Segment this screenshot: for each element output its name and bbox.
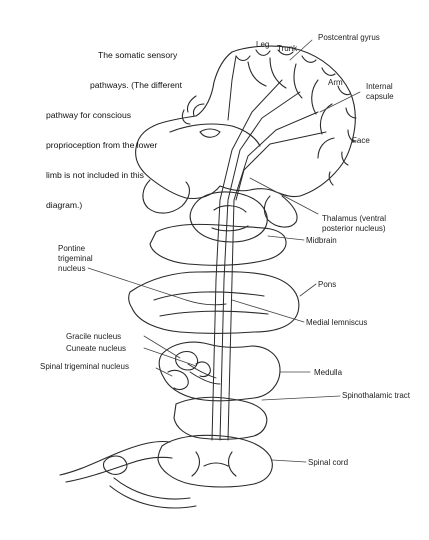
leader-thalamus xyxy=(250,178,318,214)
label-pontine-1: Pontine xyxy=(58,244,85,253)
caption-line-3: pathway for conscious xyxy=(46,110,182,120)
label-medial-lemniscus: Medial lemniscus xyxy=(306,318,367,327)
pons-outline xyxy=(129,272,299,334)
dorsal-root-nerve-lower xyxy=(66,457,172,482)
label-midbrain: Midbrain xyxy=(306,236,337,245)
label-gracile-nucleus: Gracile nucleus xyxy=(66,332,121,341)
caption-line-4: proprioception from the lower xyxy=(46,140,182,150)
caption-line-2: pathways. (The different xyxy=(46,80,182,90)
label-spinal-trigeminal-nucleus: Spinal trigeminal nucleus xyxy=(40,362,129,371)
caption-line-1: The somatic sensory xyxy=(46,50,182,60)
label-medulla: Medulla xyxy=(314,368,342,377)
label-pons: Pons xyxy=(318,280,336,289)
label-leg: Leg xyxy=(256,40,269,49)
leader-pons xyxy=(300,284,316,296)
label-spinal-cord: Spinal cord xyxy=(308,458,348,467)
label-pontine-2: trigeminal xyxy=(58,254,93,263)
leader-spinal-cord xyxy=(272,460,306,462)
leader-pontine xyxy=(88,268,186,300)
label-trunk: Trunk xyxy=(277,44,297,53)
spinal-cord-outline xyxy=(158,435,272,487)
label-internal-capsule-2: capsule xyxy=(366,92,394,101)
caption-line-5: limb is not included in this xyxy=(46,170,182,180)
leg-fibre xyxy=(228,56,236,120)
leader-medial-lemniscus xyxy=(232,300,304,322)
label-cuneate-nucleus: Cuneate nucleus xyxy=(66,344,126,353)
spinal-grey-matter xyxy=(192,452,236,476)
decussation-fibres xyxy=(188,364,220,384)
label-pontine-3: nucleus xyxy=(58,264,86,273)
label-arm: Arm xyxy=(328,78,343,87)
leader-spinal-trigeminal xyxy=(156,368,172,376)
label-postcentral-gyrus: Postcentral gyrus xyxy=(318,33,380,42)
label-face: Face xyxy=(352,136,370,145)
label-thalamus-1: Thalamus (ventral xyxy=(322,214,386,223)
midbrain-outline xyxy=(190,192,267,242)
leader-cuneate xyxy=(144,348,196,366)
diagram-caption: The somatic sensory pathways. (The diffe… xyxy=(46,30,182,230)
pons-trigeminal-fibre xyxy=(186,300,226,305)
label-thalamus-2: posterior nucleus) xyxy=(322,224,386,233)
cortex-gyri xyxy=(236,50,356,185)
corpus-callosum xyxy=(170,124,260,146)
caption-line-6: diagram.) xyxy=(46,200,182,210)
left-hemisphere-detail xyxy=(182,96,204,124)
cortex-sulci xyxy=(248,58,334,158)
label-internal-capsule-1: Internal xyxy=(366,82,393,91)
medulla-outline xyxy=(159,342,280,401)
lateral-ventricle xyxy=(200,129,220,137)
trigeminal-tract-line xyxy=(228,112,318,440)
label-spinothalamic-tract: Spinothalamic tract xyxy=(342,391,410,400)
leader-spinothalamic xyxy=(262,396,340,400)
gracile-cuneate-nuclei xyxy=(176,352,211,377)
